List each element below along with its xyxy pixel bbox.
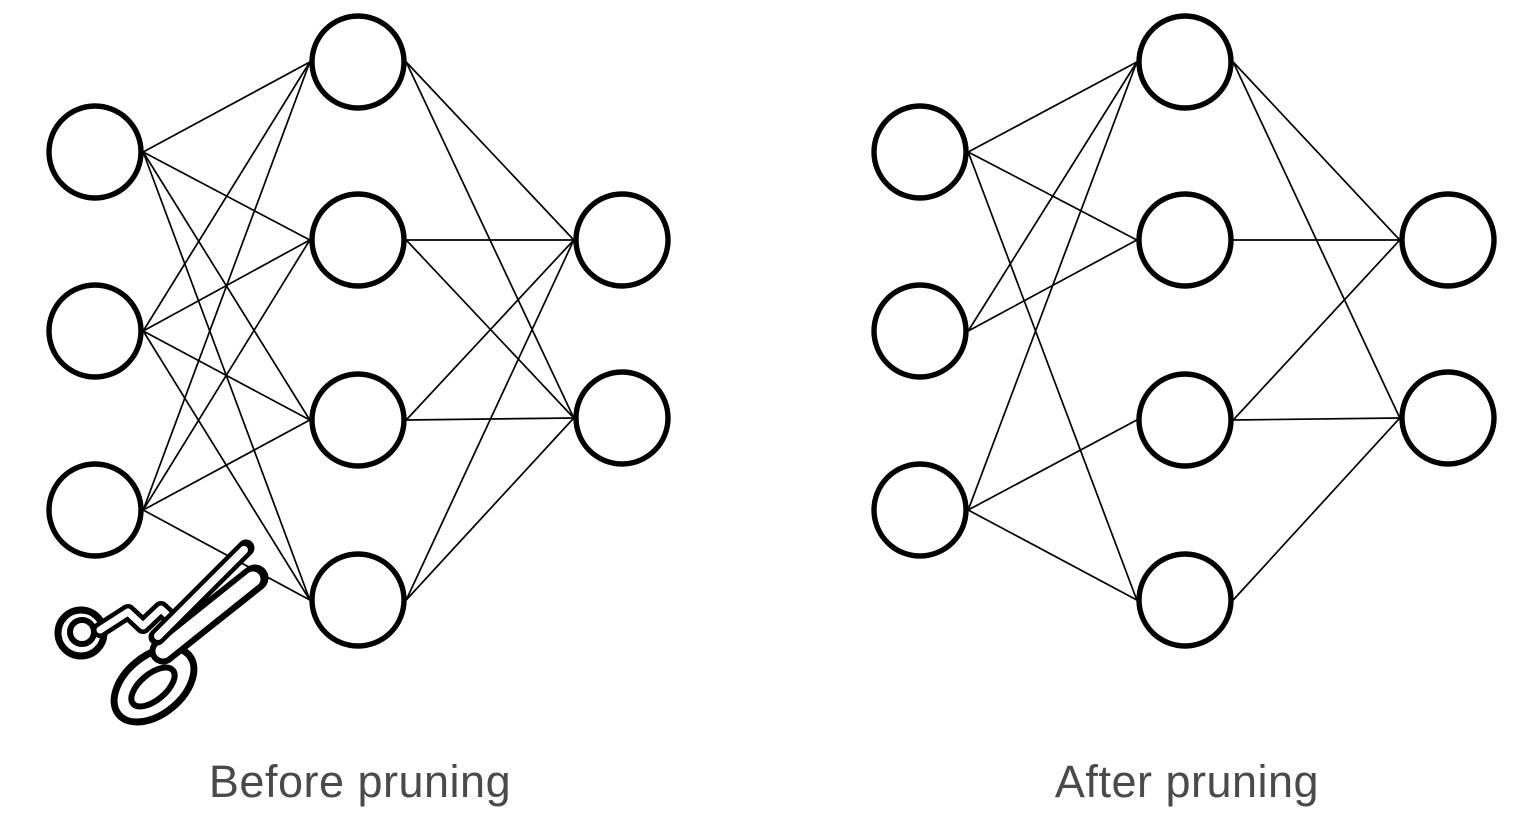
scissors-icon <box>54 539 269 726</box>
before-pruning-label: Before pruning <box>208 756 512 807</box>
neuron-node-before-h3 <box>309 371 407 469</box>
connection-line-h3-o1 <box>405 239 575 421</box>
neuron-node-after-h3 <box>1136 371 1234 469</box>
connection-line-i1-h1 <box>967 61 1138 153</box>
before-network <box>46 13 671 649</box>
connection-line-i2-h1 <box>142 61 311 332</box>
neuron-node-after-h4 <box>1136 551 1234 649</box>
connection-line-i3-h4 <box>967 509 1138 601</box>
after-pruning-label: After pruning <box>1054 756 1320 807</box>
connection-line-i1-h4 <box>967 151 1138 601</box>
neuron-node-after-i2 <box>871 282 969 380</box>
neuron-node-after-o2 <box>1399 369 1497 467</box>
neuron-node-after-h2 <box>1136 191 1234 289</box>
connection-line-i1-h1 <box>142 61 311 153</box>
connection-line-h4-o2 <box>1232 417 1401 601</box>
connection-line-i3-h1 <box>142 61 311 511</box>
neuron-node-before-h4 <box>309 551 407 649</box>
connection-line-h1-o1 <box>405 61 575 241</box>
connection-line-h4-o2 <box>405 417 575 601</box>
neuron-node-before-i1 <box>46 103 144 201</box>
connection-line-h4-o1 <box>405 239 575 601</box>
neuron-node-before-o2 <box>573 369 671 467</box>
neuron-node-before-h2 <box>309 191 407 289</box>
connection-line-h3-o2 <box>1233 417 1400 421</box>
connection-line-i3-h4 <box>142 509 311 601</box>
connection-line-i3-h2 <box>142 239 311 511</box>
neuron-node-after-i3 <box>871 461 969 559</box>
connection-line-h3-o1 <box>1232 239 1401 421</box>
connection-line-i3-h3 <box>967 419 1138 511</box>
connection-line-i3-h1 <box>967 61 1138 511</box>
neuron-node-after-i1 <box>871 103 969 201</box>
after-network <box>871 13 1497 649</box>
neuron-node-before-i2 <box>46 282 144 380</box>
neuron-node-before-i3 <box>46 461 144 559</box>
connection-line-h1-o1 <box>1232 61 1401 241</box>
connection-line-i3-h3 <box>142 419 311 511</box>
neuron-node-after-h1 <box>1136 13 1234 111</box>
neuron-node-after-o1 <box>1399 191 1497 289</box>
connection-line-i2-h1 <box>967 61 1138 332</box>
neuron-node-before-h1 <box>309 13 407 111</box>
neuron-node-before-o1 <box>573 191 671 289</box>
